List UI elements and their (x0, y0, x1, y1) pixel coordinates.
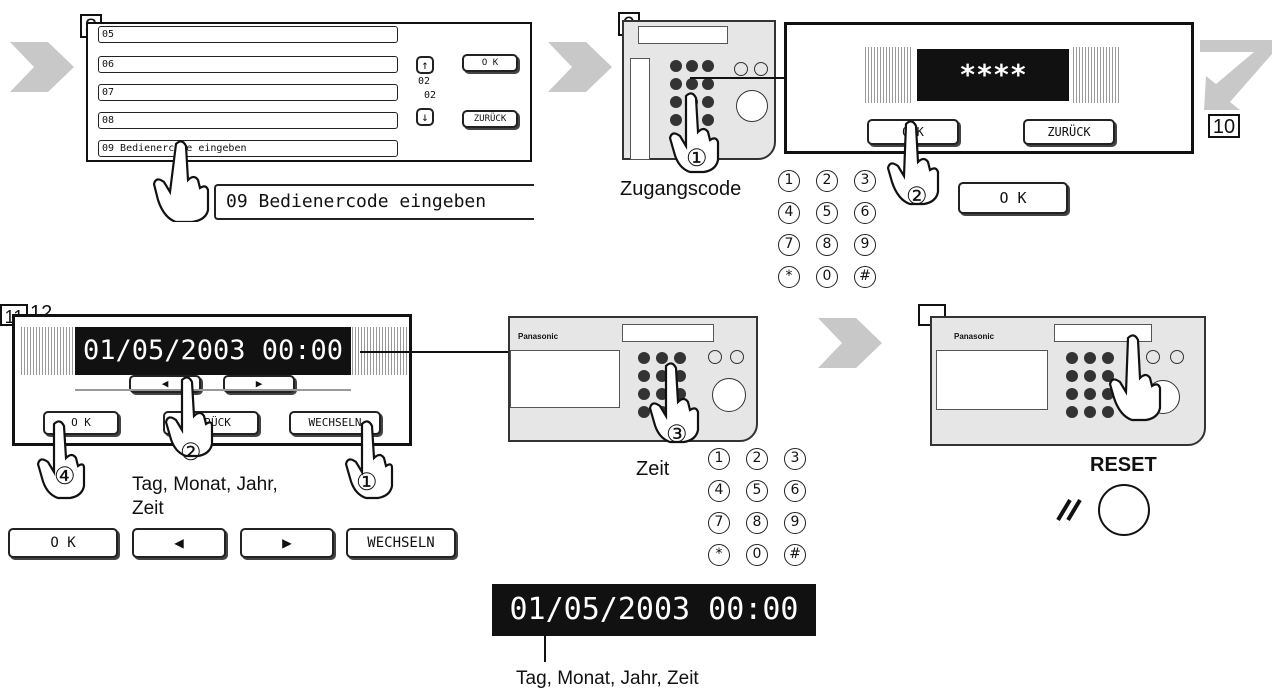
datetime-display-large: 01/05/2003 00:00 (492, 584, 816, 636)
key-8[interactable]: 8 (816, 234, 838, 256)
key-4[interactable]: 4 (708, 480, 730, 502)
pointing-hand-icon (36, 420, 86, 500)
reset-slash-icon (1056, 498, 1082, 522)
callout-3: ③ (666, 421, 688, 448)
page-total: 02 (424, 90, 437, 101)
key-3[interactable]: 3 (784, 448, 806, 470)
arrow-chevron-2 (548, 42, 612, 92)
key-star[interactable]: * (778, 266, 800, 288)
start-button (736, 90, 768, 122)
step8-screen: 05 06 07 08 09 Bedienercode eingeben ↑ 0… (86, 22, 532, 162)
key-hash[interactable]: # (854, 266, 876, 288)
key-4[interactable]: 4 (778, 202, 800, 224)
pointing-hand-icon (1108, 334, 1162, 422)
list-row[interactable]: 07 (98, 84, 398, 101)
control-panel-2: Panasonic (508, 316, 758, 442)
key-3[interactable]: 3 (854, 170, 876, 192)
caption-line2: Zeit (132, 498, 164, 519)
key-9[interactable]: 9 (854, 234, 876, 256)
list-row[interactable]: 08 (98, 112, 398, 129)
pointing-hand-icon (648, 362, 700, 444)
pointing-hand-icon (344, 420, 394, 500)
key-2[interactable]: 2 (816, 170, 838, 192)
cursor-right-button-large[interactable]: ▶ (240, 528, 334, 558)
key-8[interactable]: 8 (746, 512, 768, 534)
ok-button-large[interactable]: O K (958, 182, 1068, 214)
key-2[interactable]: 2 (746, 448, 768, 470)
access-code-label: Zugangscode (620, 178, 742, 200)
cursor-right-button[interactable]: ▶ (223, 375, 295, 393)
datetime-caption: Tag, Monat, Jahr, Zeit (516, 668, 699, 689)
key-7[interactable]: 7 (708, 512, 730, 534)
datetime-field[interactable]: 01/05/2003 00:00 (75, 327, 351, 375)
callout-2: ② (180, 439, 202, 466)
pointing-hand-icon (886, 120, 940, 206)
panel-brand: Panasonic (954, 332, 995, 341)
callout-2: ② (906, 183, 928, 210)
key-star[interactable]: * (708, 544, 730, 566)
ok-button-large[interactable]: O K (8, 528, 118, 558)
caption-line1: Tag, Monat, Jahr, (132, 474, 278, 495)
panel-brand: Panasonic (518, 332, 559, 341)
key-5[interactable]: 5 (746, 480, 768, 502)
zoom-row-field: 09 Bedienercode eingeben (214, 184, 534, 220)
callout-4: ④ (54, 463, 76, 490)
panel-func-keys (638, 26, 728, 44)
arrow-chevron-3 (818, 318, 882, 368)
key-7[interactable]: 7 (778, 234, 800, 256)
reset-label: RESET (1090, 454, 1157, 476)
list-row[interactable]: 05 (98, 26, 398, 43)
change-button-large[interactable]: WECHSELN (346, 528, 456, 558)
panel-func-keys (622, 324, 714, 342)
time-label: Zeit (636, 458, 670, 480)
list-row[interactable]: 06 (98, 56, 398, 73)
start-button (712, 378, 746, 412)
page-current: 02 (418, 76, 431, 87)
panel-screen (630, 58, 650, 160)
key-hash[interactable]: # (784, 544, 806, 566)
key-0[interactable]: 0 (816, 266, 838, 288)
back-button[interactable]: ZURÜCK (1023, 119, 1115, 145)
pointer-line (544, 636, 546, 662)
key-5[interactable]: 5 (816, 202, 838, 224)
scroll-down-button[interactable]: ↓ (416, 108, 434, 126)
callout-1: ① (356, 469, 378, 496)
key-6[interactable]: 6 (784, 480, 806, 502)
list-row[interactable]: 09 Bedienercode eingeben (98, 140, 398, 157)
key-9[interactable]: 9 (784, 512, 806, 534)
arrow-bend-down-left (1200, 40, 1272, 110)
control-panel-3: Panasonic (930, 316, 1206, 446)
password-field[interactable]: **** (917, 49, 1069, 101)
key-6[interactable]: 6 (854, 202, 876, 224)
cursor-left-button-large[interactable]: ◀ (132, 528, 226, 558)
callout-1: ① (686, 145, 708, 172)
password-screen: **** O K ZURÜCK (784, 22, 1194, 154)
reset-button[interactable] (1098, 484, 1150, 536)
key-0[interactable]: 0 (746, 544, 768, 566)
back-button[interactable]: ZURÜCK (462, 110, 518, 128)
pointing-hand-icon (668, 92, 720, 174)
key-1[interactable]: 1 (778, 170, 800, 192)
scroll-up-button[interactable]: ↑ (416, 56, 434, 74)
arrow-chevron-1 (10, 42, 74, 92)
ok-button[interactable]: O K (462, 54, 518, 72)
pointing-hand-icon (164, 376, 214, 458)
key-1[interactable]: 1 (708, 448, 730, 470)
pointing-hand-icon (152, 140, 210, 222)
step-number-10: 10 (1208, 114, 1240, 138)
